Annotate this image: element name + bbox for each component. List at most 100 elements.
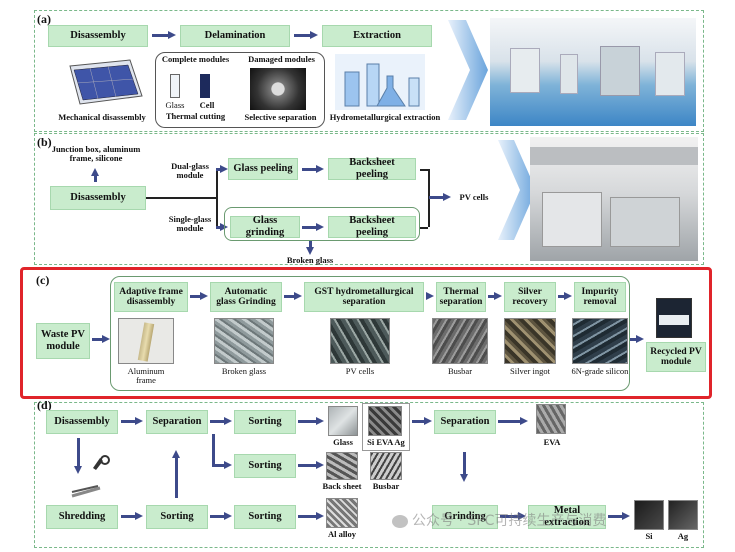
watermark: 公众号 · SPC可持续生产与消费 (392, 510, 606, 530)
arrow (212, 461, 232, 470)
busbar-thumb-d (370, 452, 402, 480)
silicon-thumb (572, 318, 628, 364)
hydrometallurgical-caption: Hydrometallurgical extraction (329, 112, 441, 122)
big-chevron-icon (498, 140, 536, 240)
arrow (294, 31, 318, 40)
thermal-cutting-caption: Thermal cutting (165, 111, 226, 121)
d-separation-box-1: Separation (146, 410, 208, 434)
arrow-down (460, 452, 469, 482)
arrow (498, 417, 528, 426)
broken-glass-caption-b: Broken glass (286, 255, 334, 265)
broken-glass-caption-c: Broken glass (221, 366, 267, 376)
waste-pv-module-box: Waste PV module (36, 323, 90, 359)
arrow-up (172, 450, 181, 498)
panel-a (34, 10, 704, 132)
arrow (298, 417, 324, 426)
delamination-group (155, 52, 325, 128)
arrow (488, 292, 502, 301)
panel-d-label: (d) (37, 398, 52, 412)
glass-icon (170, 74, 180, 98)
glass-caption-d: Glass (333, 437, 353, 447)
arrow (302, 223, 324, 232)
d-sorting-box-2: Sorting (234, 454, 296, 478)
wechat-icon (392, 514, 408, 528)
d-sorting-box-3: Sorting (146, 505, 208, 529)
big-chevron-icon (448, 20, 488, 120)
c-step-frame-disassembly: Adaptive frame disassembly (114, 282, 188, 312)
busbar-caption-c: Busbar (447, 366, 473, 376)
single-glass-group (224, 207, 420, 241)
arrow-down (74, 438, 83, 474)
back-sheet-thumb (326, 452, 358, 480)
glass-peeling-box: Glass peeling (228, 158, 298, 180)
factory-photo-a (490, 18, 696, 126)
backsheet-peeling-box-1: Backsheet peeling (328, 157, 416, 180)
arrow (92, 335, 110, 344)
si-eva-ag-caption: Si EVA Ag (367, 437, 405, 447)
busbar-thumb (432, 318, 488, 364)
arrow (412, 417, 432, 426)
complete-modules-caption: Complete modules (161, 54, 230, 64)
c-step-gst-hydro: GST hydrometallurgical separation (304, 282, 424, 312)
d-sorting-box-4: Sorting (234, 505, 296, 529)
a-delamination-box: Delamination (180, 25, 290, 47)
recycled-pv-module-box: Recycled PV module (646, 342, 706, 372)
panel-c-label: (c) (36, 273, 50, 287)
backsheet-peeling-box-2: Backsheet peeling (328, 215, 416, 238)
c-step-impurity-removal: Impurity removal (574, 282, 626, 312)
mechanical-disassembly-caption: Mechanical disassembly (58, 112, 146, 122)
cables-illustration (71, 485, 101, 498)
al-alloy-thumb (326, 498, 358, 528)
single-glass-caption: Single-glass module (168, 214, 212, 234)
c-step-glass-grinding: Automatic glass Grinding (210, 282, 282, 312)
si-eva-ag-group (362, 403, 410, 451)
d-grinding-box: Grinding (432, 505, 498, 529)
cell-caption: Cell (199, 100, 215, 110)
d-disassembly-box: Disassembly (46, 410, 118, 434)
broken-glass-thumb (214, 318, 274, 364)
recycled-module-thumb (656, 298, 692, 338)
arrow (630, 335, 644, 344)
dual-glass-caption: Dual-glass module (171, 161, 209, 181)
arrow (121, 512, 143, 521)
connector-line (420, 227, 428, 229)
arrow (298, 461, 324, 470)
eva-caption: EVA (543, 437, 561, 447)
arrow (426, 292, 434, 301)
arrow (216, 165, 228, 174)
a-disassembly-box: Disassembly (48, 25, 148, 47)
pv-cells-thumb (330, 318, 390, 364)
panel-c-highlight (20, 267, 712, 399)
cell-icon (200, 74, 210, 98)
arrow (210, 512, 232, 521)
arrow (121, 417, 143, 426)
d-sorting-box-1: Sorting (234, 410, 296, 434)
silver-ingot-thumb (504, 318, 556, 364)
selective-separation-caption: Selective separation (244, 112, 317, 122)
si-eva-ag-thumb (368, 406, 402, 436)
connector-line (428, 169, 430, 227)
arrow (429, 193, 451, 202)
watermark-text: 公众号 · SPC可持续生产与消费 (412, 513, 607, 529)
arrow-up (91, 168, 100, 182)
d-separation-box-2: Separation (434, 410, 496, 434)
d-metal-extraction-box: Metal extraction (528, 505, 606, 529)
c-step-thermal-separation: Thermal separation (436, 282, 486, 312)
arrow (608, 512, 630, 521)
ag-caption: Ag (677, 531, 689, 541)
glass-thumb-d (328, 406, 358, 436)
back-sheet-caption: Back sheet (322, 481, 362, 491)
arrow-down (306, 241, 315, 255)
damaged-modules-caption: Damaged modules (248, 54, 315, 64)
connector-line (212, 434, 215, 464)
a-extraction-box: Extraction (322, 25, 432, 47)
panel-b (34, 133, 704, 265)
arrow (152, 31, 176, 40)
silver-ingot-caption: Silver ingot (510, 366, 550, 376)
connector-line (420, 169, 428, 171)
arrow (558, 292, 572, 301)
eva-thumb (536, 404, 566, 434)
arrow (190, 292, 208, 301)
junction-box-caption: Junction box, aluminum frame, silicone (51, 144, 141, 164)
glass-grinding-box: Glass grinding (230, 215, 300, 238)
